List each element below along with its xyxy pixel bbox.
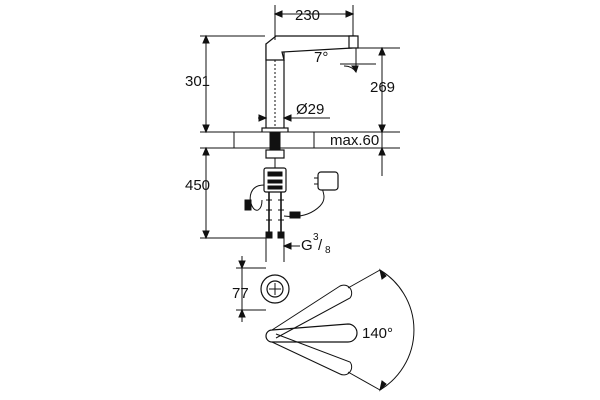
dimension-lines: [200, 5, 415, 392]
spout-plan-position: [265, 323, 358, 343]
body-diameter-label: Ø29: [296, 101, 324, 118]
mounting-nut: [265, 149, 285, 159]
mounting-shank: [269, 132, 281, 152]
spout-swing-position-lower: [271, 333, 353, 376]
spout-swing-position-upper: [271, 284, 353, 339]
spout-height-label: 301: [185, 73, 210, 90]
svg-text:/: /: [318, 237, 323, 254]
thread-denominator: 8: [325, 245, 331, 256]
spout-outlet: [348, 35, 359, 49]
power-adapter: [317, 171, 339, 191]
sensor-cable: [249, 184, 265, 211]
underdeck-length-label: 450: [185, 177, 210, 194]
thread-numerator: 3: [313, 232, 319, 243]
faucet-spout: [265, 35, 356, 61]
spout-reach-label: 230: [295, 7, 320, 24]
deck-thickness-label: max.60: [330, 132, 379, 149]
faucet-elevation-view: [233, 35, 359, 239]
sensor-plug: [244, 199, 252, 211]
outlet-height-label: 269: [370, 79, 395, 96]
spout-angle-label: 7°: [314, 49, 328, 66]
thread-size-label: G 3 / 8: [301, 232, 331, 256]
thread-prefix: G: [301, 237, 313, 254]
swivel-angle-label: 140°: [362, 325, 393, 342]
faucet-plan-view: [260, 274, 358, 376]
base-diameter-label: 77: [232, 285, 249, 302]
